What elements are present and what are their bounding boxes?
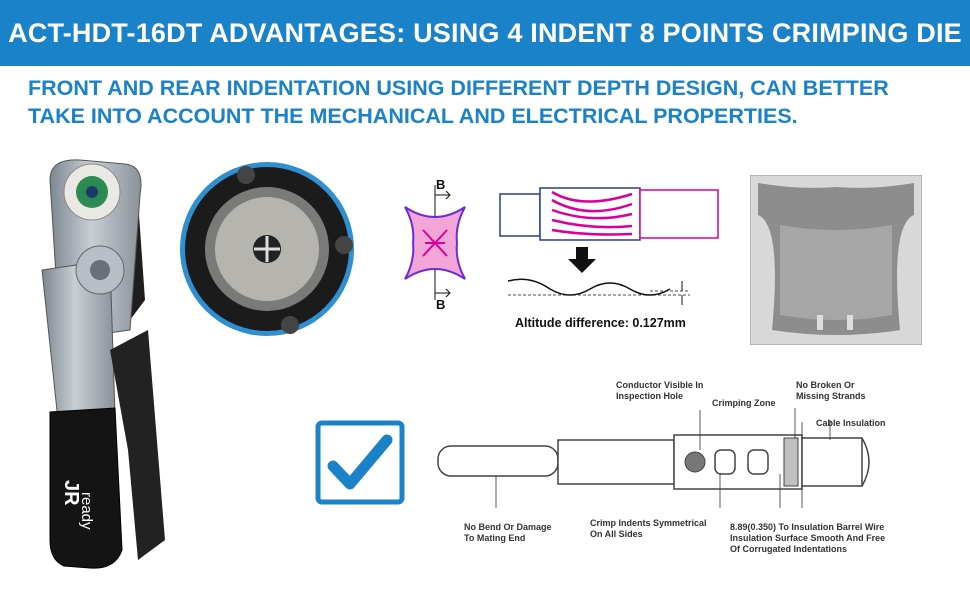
label-no-bend: No Bend Or Damage To Mating End [464,522,552,543]
altitude-difference-label: Altitude difference: 0.127mm [515,316,686,330]
label-conductor-visible: Conductor Visible In Inspection Hole [616,380,704,401]
cross-section-diagram: B B [404,177,466,310]
crimping-tool-image: JR ready [41,159,165,569]
section-label-bottom: B [436,297,445,310]
arrow-down-icon [568,247,596,273]
terminal-crimp-diagram [437,408,870,508]
brand-logo-sub: ready [78,492,95,530]
die-screw-icon [281,316,299,334]
subtitle-line-2: TAKE INTO ACCOUNT THE MECHANICAL AND ELE… [28,104,798,128]
label-cable-insulation: Cable Insulation [816,418,886,428]
die-screw-icon [237,166,255,184]
subtitle: FRONT AND REAR INDENTATION USING DIFFERE… [28,74,948,130]
subtitle-line-1: FRONT AND REAR INDENTATION USING DIFFERE… [28,76,889,100]
checkmark-icon [315,420,405,505]
label-crimp-indents: Crimp Indents Symmetrical On All Sides [590,518,707,539]
section-label-top: B [436,177,445,192]
page-title: ACT-HDT-16DT ADVANTAGES: USING 4 INDENT … [8,17,962,48]
label-no-broken-strands: No Broken Or Missing Strands [796,380,866,401]
brand-logo-main: JR [60,480,82,506]
header-banner: ACT-HDT-16DT ADVANTAGES: USING 4 INDENT … [0,0,970,66]
label-insulation-barrel: 8.89(0.350) To Insulation Barrel Wire In… [730,522,886,554]
die-screw-icon [335,236,353,254]
crimped-contact-photo [750,175,922,345]
crimp-longitudinal-diagram [499,187,719,241]
label-crimping-zone: Crimping Zone [712,398,776,408]
crimp-die-closeup [180,162,354,336]
altitude-wave-diagram [507,247,690,305]
